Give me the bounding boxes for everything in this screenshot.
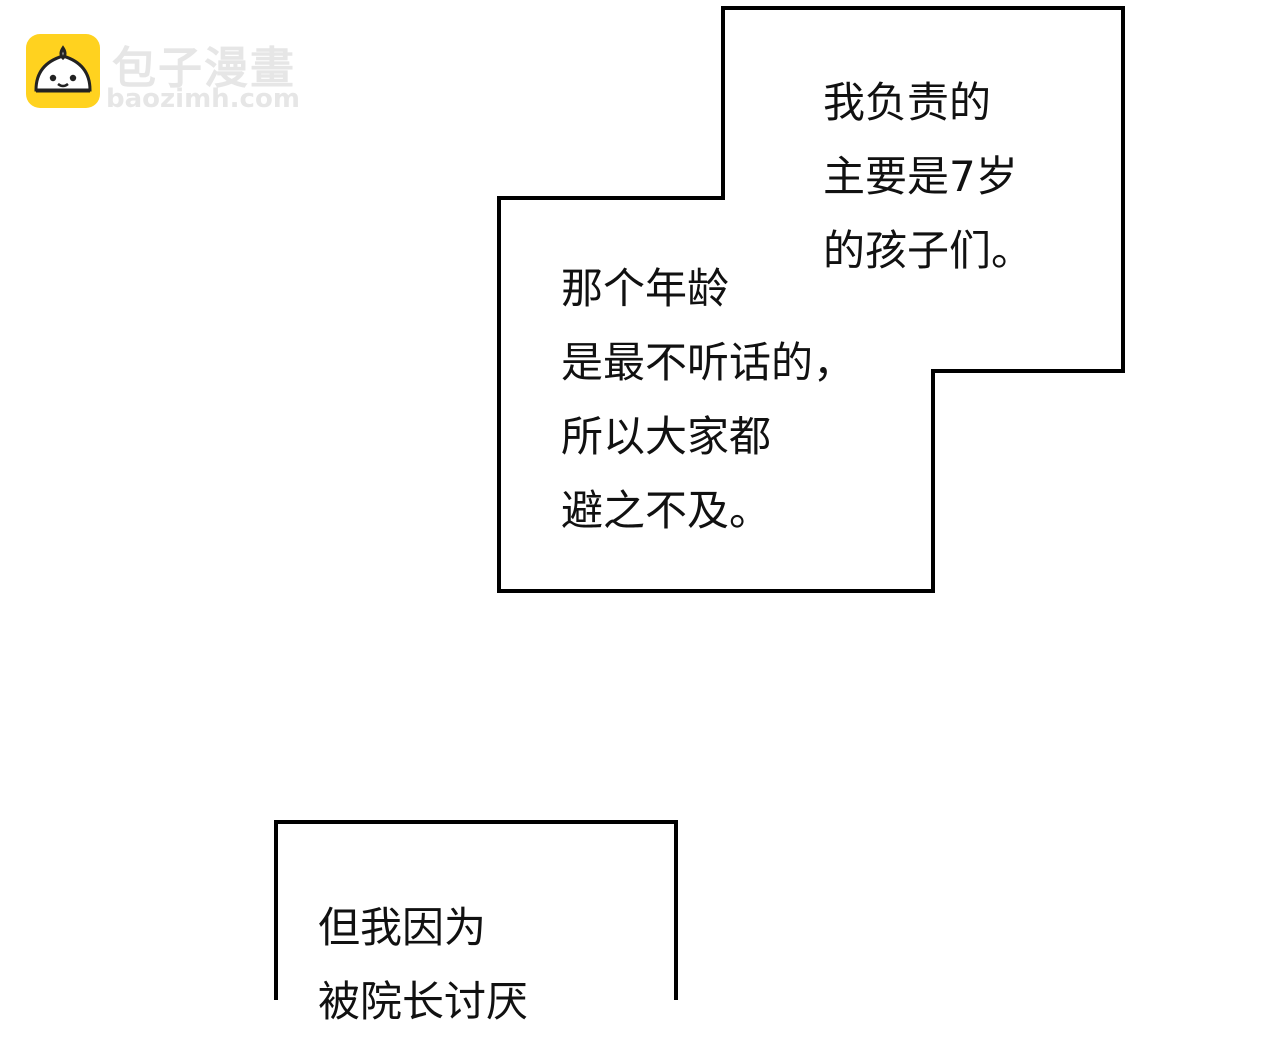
caption-text-b: 那个年龄 是最不听话的， 所以大家都 避之不及。 — [561, 252, 855, 548]
caption-line: 主要是7岁 — [823, 152, 1018, 201]
caption-line: 避之不及。 — [561, 486, 772, 535]
caption-line: 的孩子们。 — [823, 226, 1034, 275]
caption-line: 那个年龄 — [561, 264, 730, 313]
caption-line: 是最不听话的， — [561, 338, 856, 387]
caption-line: 但我因为 — [318, 903, 487, 952]
caption-line: 被院长讨厌 — [318, 977, 529, 1026]
caption-text-c: 但我因为 被院长讨厌 — [318, 891, 528, 1039]
box-outline-stepped — [497, 6, 1125, 593]
watermark-url: baozimh.com — [106, 84, 300, 114]
watermark-title: 包子漫畫 — [112, 43, 296, 94]
watermark: 包子漫畫 baozimh.com — [26, 34, 326, 114]
caption-line: 我负责的 — [823, 78, 992, 127]
speech-boxes — [274, 6, 1125, 1000]
box-outline-bottom — [274, 820, 678, 1000]
caption-text-a: 我负责的 主要是7岁 的孩子们。 — [823, 66, 1033, 288]
bun-mascot-icon — [26, 34, 100, 108]
caption-line: 所以大家都 — [561, 412, 772, 461]
